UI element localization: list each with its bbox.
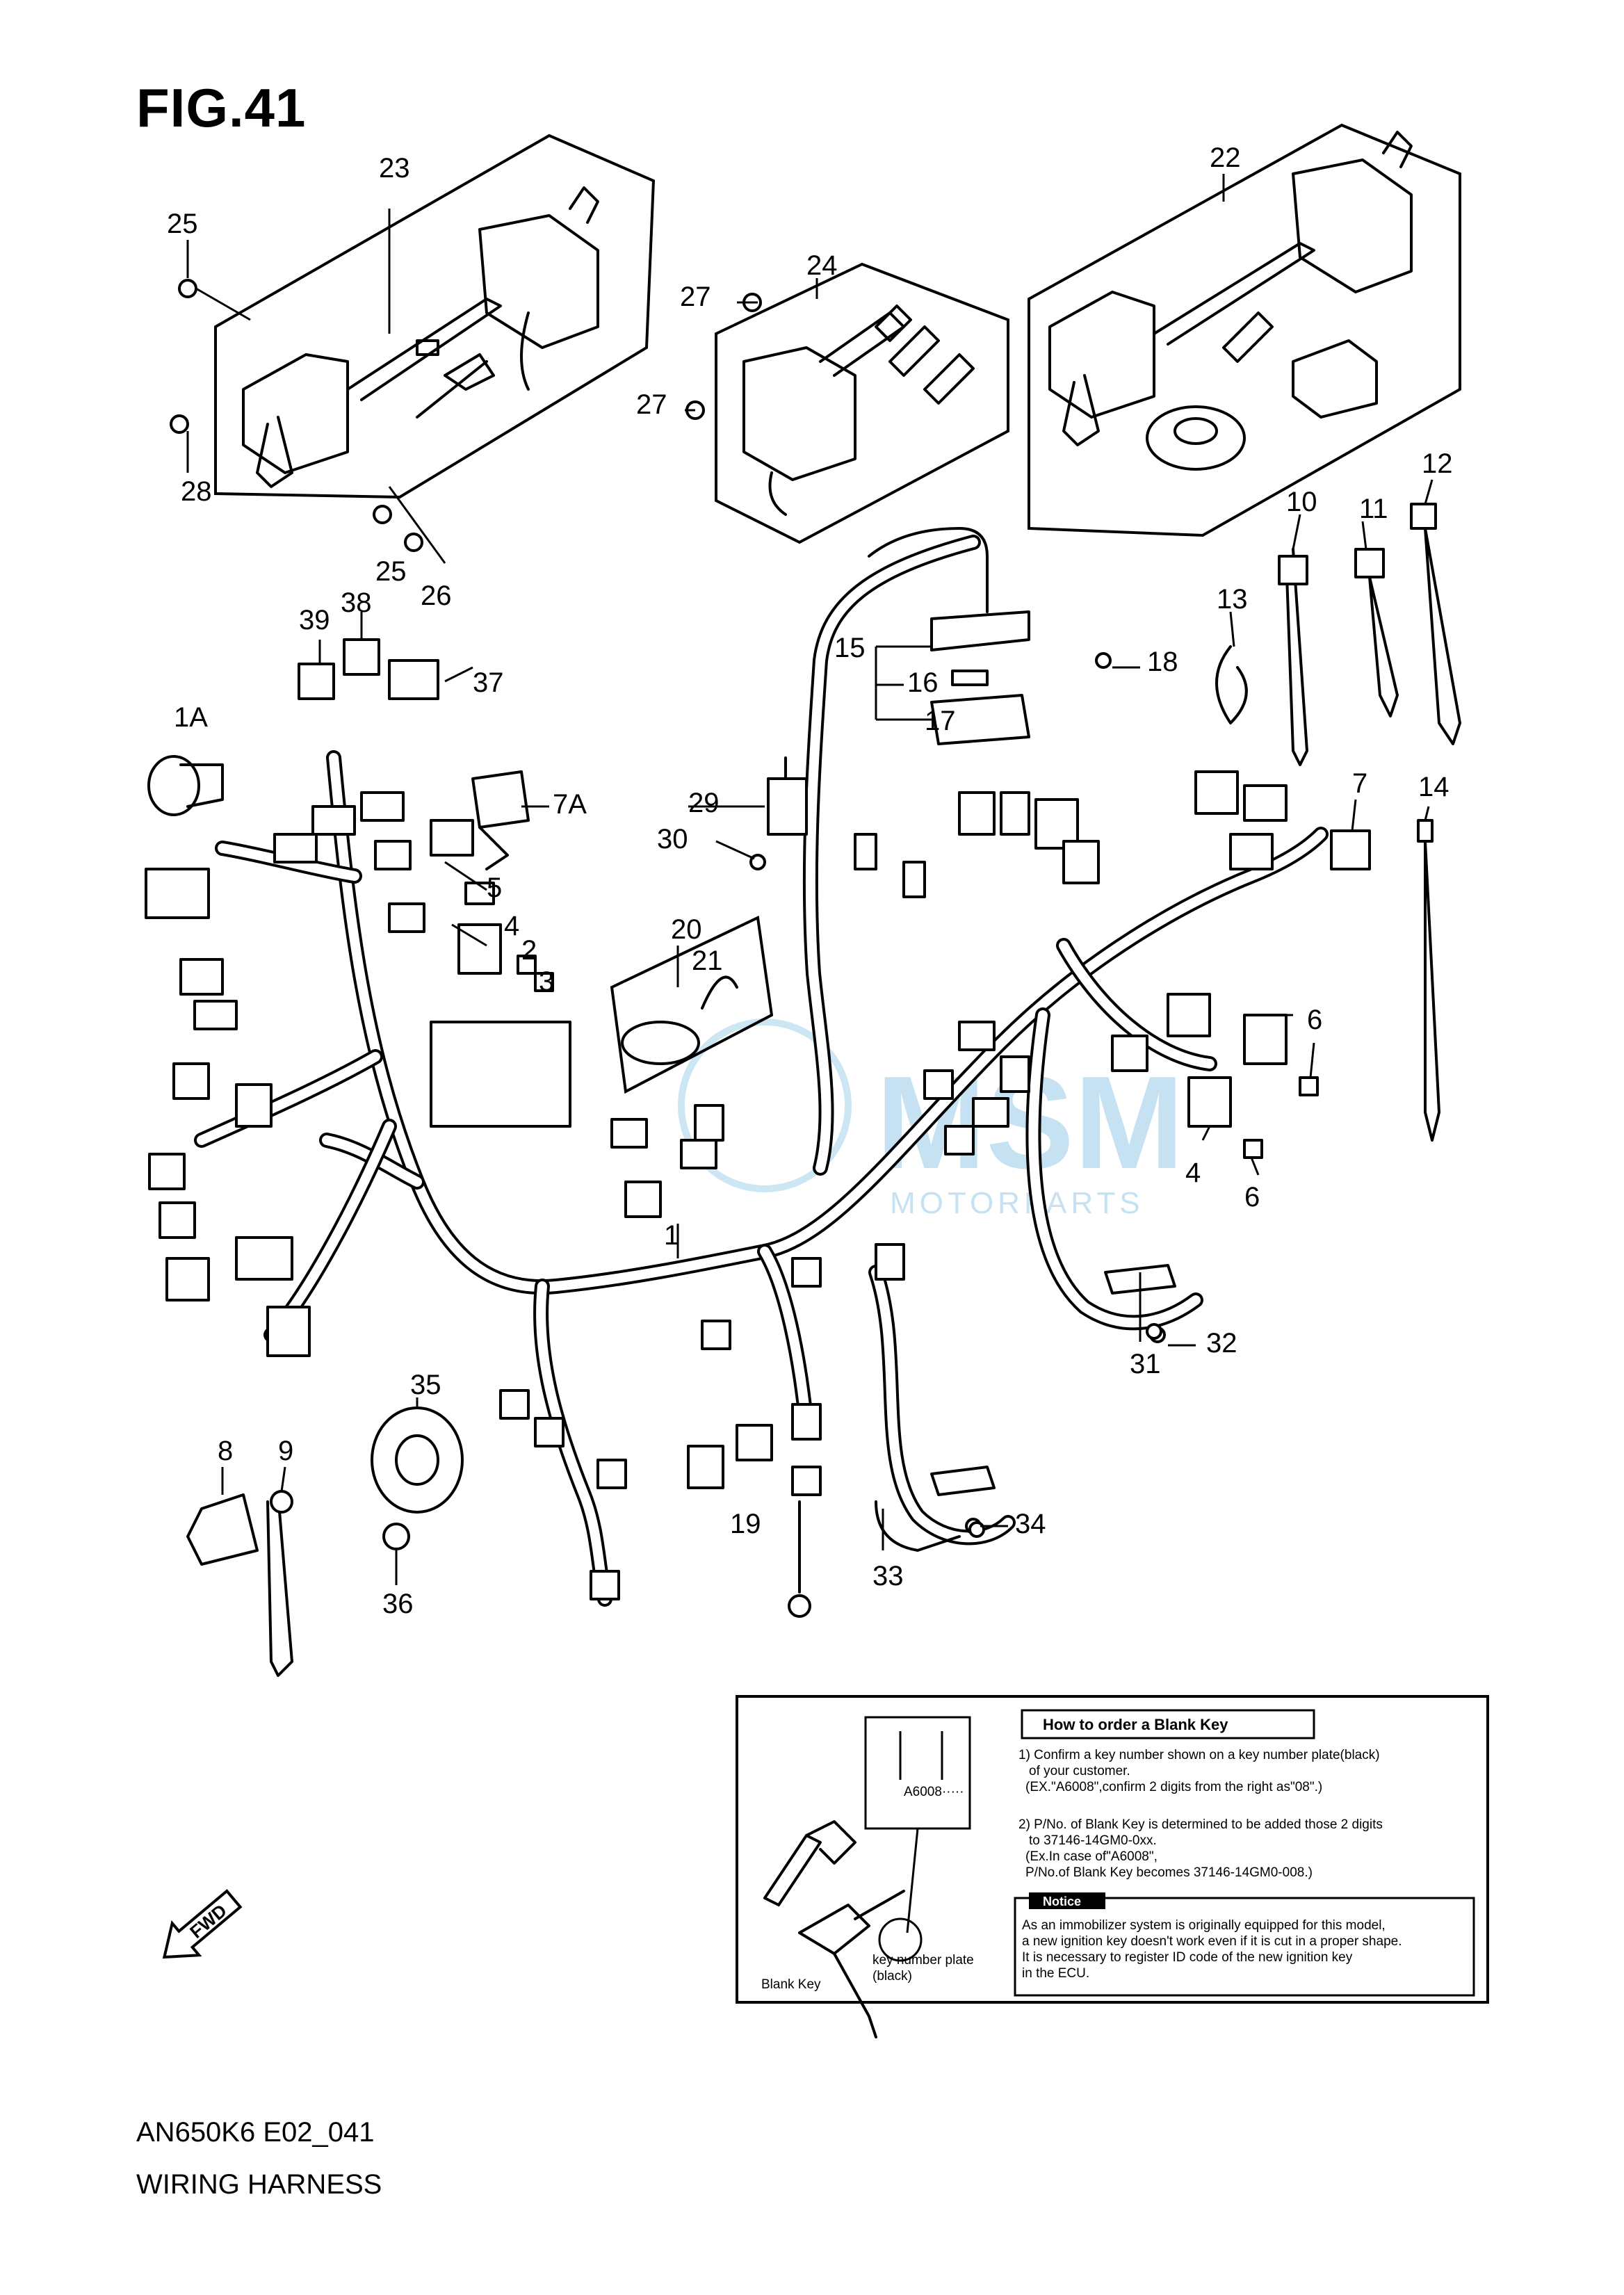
blank-key-label: Blank Key: [761, 1977, 821, 1992]
notice-line-1: As an immobilizer system is originally e…: [1022, 1918, 1386, 1933]
step1-line-3: (EX."A6008",confirm 2 digits from the ri…: [1025, 1780, 1322, 1794]
callout-16: 16: [907, 667, 939, 698]
callout-14: 14: [1418, 772, 1450, 802]
step2-line-2: to 37146-14GM0-0xx.: [1029, 1833, 1157, 1848]
callout-17: 17: [925, 706, 956, 736]
callout-9: 9: [278, 1436, 293, 1466]
instructions-title: How to order a Blank Key: [1043, 1716, 1228, 1733]
main-wiring-harness: [194, 535, 1329, 1607]
callout-7: 7: [1352, 768, 1367, 799]
callout-4: 4: [504, 911, 519, 941]
notice-line-3: It is necessary to register ID code of t…: [1022, 1950, 1353, 1965]
instructions-title-box: [1021, 1709, 1315, 1740]
callout-34: 34: [1015, 1509, 1046, 1539]
callout-36: 36: [382, 1589, 414, 1619]
leader-lines: [186, 174, 1434, 1585]
watermark-sub: MOTORPARTS: [890, 1186, 1144, 1220]
callout-24: 24: [806, 250, 838, 281]
step2-line-1: 2) P/No. of Blank Key is determined to b…: [1018, 1817, 1383, 1832]
callout-25: 25: [167, 209, 198, 239]
step1-line-2: of your customer.: [1029, 1764, 1130, 1778]
callout-32: 32: [1206, 1328, 1237, 1359]
callout-33: 33: [872, 1561, 904, 1591]
callout-10: 10: [1286, 487, 1317, 517]
callout-3: 3: [539, 966, 554, 997]
callout-29: 29: [688, 788, 720, 818]
step2-line-4: P/No.of Blank Key becomes 37146-14GM0-00…: [1025, 1865, 1313, 1880]
callout-6: 6: [1307, 1005, 1322, 1035]
callout-35: 35: [410, 1370, 441, 1400]
blank-key-box: A6008····· How to order a Blank Key 1) C…: [736, 1695, 1489, 2038]
callout-8: 8: [218, 1436, 233, 1466]
callout-1: 1: [664, 1220, 679, 1251]
callout-31: 31: [1130, 1349, 1161, 1379]
callout-4: 4: [1185, 1158, 1201, 1188]
callout-21: 21: [692, 946, 723, 976]
callout-26: 26: [421, 581, 452, 611]
callout-6: 6: [1244, 1182, 1260, 1213]
callout-2: 2: [521, 935, 537, 966]
callout-11: 11: [1359, 494, 1388, 524]
callout-18: 18: [1147, 647, 1178, 677]
figure-name: WIRING HARNESS: [136, 2169, 382, 2200]
seat-lock-kit-24: [715, 262, 1009, 544]
separate-parts: [147, 279, 1461, 1677]
callout-28: 28: [181, 476, 212, 507]
harness-connectors: [145, 770, 1288, 1600]
lock-set-kit-22: [1028, 123, 1461, 537]
ignition-switch-kit-23: [214, 133, 656, 499]
callout-38: 38: [341, 587, 372, 618]
callout-5: 5: [487, 873, 502, 903]
figure-title: FIG.41: [136, 77, 307, 138]
callout-39: 39: [299, 605, 330, 635]
notice-label: Notice: [1043, 1895, 1081, 1908]
callout-27: 27: [636, 389, 667, 420]
callout-19: 19: [730, 1509, 761, 1539]
callout-15: 15: [834, 633, 866, 663]
plate-label-1: key number plate: [872, 1953, 974, 1968]
callout-13: 13: [1217, 584, 1248, 615]
key-number-plate-detail: [864, 1716, 971, 1830]
callout-20: 20: [671, 914, 702, 945]
step1-line-1: 1) Confirm a key number shown on a key n…: [1018, 1748, 1380, 1762]
model-code: AN650K6 E02_041: [136, 2117, 375, 2148]
callout-25: 25: [375, 556, 407, 587]
plate-label-2: (black): [872, 1969, 912, 1984]
callout-12: 12: [1422, 448, 1453, 479]
notice-box: [1014, 1897, 1475, 1997]
fwd-direction-marker: FWD: [162, 1889, 243, 1959]
notice-line-2: a new ignition key doesn't work even if …: [1022, 1934, 1402, 1949]
notice-tag: [1029, 1892, 1105, 1909]
callout-1A: 1A: [174, 702, 208, 733]
callout-27: 27: [680, 282, 711, 312]
callout-23: 23: [379, 153, 410, 184]
callout-22: 22: [1210, 143, 1241, 173]
callout-7A: 7A: [553, 789, 587, 820]
step2-line-3: (Ex.In case of"A6008",: [1025, 1849, 1158, 1864]
notice-line-4: in the ECU.: [1022, 1966, 1089, 1981]
plate-text: A6008·····: [904, 1785, 964, 1799]
blank-key-frame: [736, 1695, 1489, 2004]
callout-30: 30: [657, 824, 688, 854]
callout-37: 37: [473, 667, 504, 698]
